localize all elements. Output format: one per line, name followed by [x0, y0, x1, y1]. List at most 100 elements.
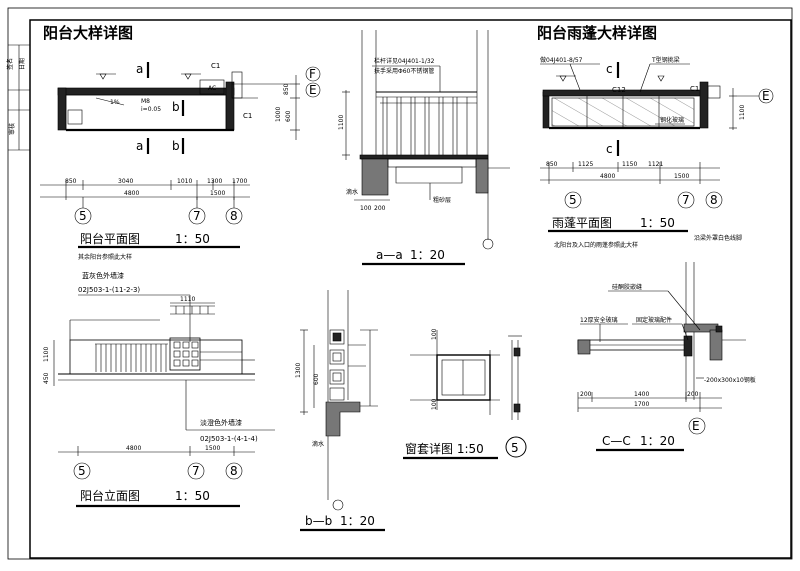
cc-dim-3: 200	[687, 391, 699, 398]
cc-scale: 1：20	[640, 434, 675, 448]
elev-top-note: 蓝灰色外墙漆	[82, 271, 124, 280]
elev-axis-5: 5	[78, 464, 86, 478]
canopy-dim-side: 1500	[674, 173, 689, 180]
cc-caption: C—C	[602, 434, 631, 448]
plan-ac-label: AC	[208, 85, 216, 92]
plan-dim-total: 4800	[124, 190, 139, 197]
outer-border	[7, 7, 793, 560]
section-aa: 栏杆详见04J401-1/32 扶手采用Φ60不锈钢管 滴水 粗砂层 1100 …	[338, 30, 510, 266]
section-mark-a-bottom: a	[136, 139, 143, 153]
bb-scale: 1：20	[340, 514, 375, 528]
elev-dim-total: 4800	[126, 445, 141, 452]
plan-slope-i: i=0.05	[141, 106, 161, 113]
canopy-top-note: 做04J401-8/57	[540, 56, 583, 64]
plan-note: 其余阳台参照此大样	[78, 253, 132, 261]
plan-axis-E: E	[309, 83, 317, 97]
plan-dim-1: 850	[65, 178, 77, 185]
elev-dim-top: 1110	[180, 296, 195, 303]
cc-axis-E: E	[692, 419, 700, 433]
canopy-axis-8: 8	[710, 193, 718, 207]
aa-scale: 1：20	[410, 248, 445, 262]
plan-axis-5: 5	[79, 209, 87, 223]
plan-vdim-2: 1000	[275, 107, 282, 122]
plan-scale: 1：50	[175, 232, 210, 246]
aa-dim-3: 200	[374, 205, 386, 212]
plan-axis-8: 8	[230, 209, 238, 223]
canopy-dim-total: 4800	[600, 173, 615, 180]
window-trim-detail: 100 100 窗套详图 1:50 5	[403, 328, 527, 460]
stamp-label-2: 日期	[18, 58, 26, 70]
plan-dim-5: 1700	[232, 178, 247, 185]
window-dim-2: 100	[431, 398, 438, 410]
left-title-strip: 签名 日期 审核	[6, 44, 30, 151]
stamp-label-3: 审核	[8, 123, 16, 135]
section-cc: 硅酮胶嵌缝 12厚安全玻璃 固定玻璃配件 -200x300x10钢板 200 1…	[577, 262, 756, 452]
aa-dim-2: 100	[360, 205, 372, 212]
plan-m8: M8	[141, 98, 150, 105]
elev-top-code: 02J503-1-(11-2-3)	[78, 286, 140, 294]
canopy-plan: c c 做04J401-8/57 T型钢挑梁 C12 C1 钢化玻璃 1100 …	[540, 56, 774, 249]
canopy-axis-E: E	[762, 89, 770, 103]
stamp-label-1: 签名	[6, 58, 14, 70]
canopy-scale: 1：50	[640, 216, 675, 230]
elev-dim-side: 1500	[205, 445, 220, 452]
title-canopy-detail: 阳台雨蓬大样详图	[537, 24, 657, 42]
inner-border	[29, 19, 792, 559]
plan-vdim-3: 600	[285, 110, 292, 122]
elev-axis-7: 7	[192, 464, 200, 478]
section-mark-b-top: b	[172, 100, 180, 114]
canopy-side-note: 沿梁外罩白色线脚	[694, 234, 742, 242]
canopy-dim-2: 1125	[578, 161, 593, 168]
elev-axis-8: 8	[230, 464, 238, 478]
aa-drain-label: 滴水	[346, 188, 358, 196]
cc-note-4: -200x300x10钢板	[704, 376, 756, 384]
canopy-section-c-bottom: c	[606, 142, 613, 156]
bb-dim-1: 1300	[295, 363, 302, 378]
canopy-glass-note: 钢化玻璃	[660, 116, 684, 124]
cc-note-3: 固定玻璃配件	[636, 316, 672, 324]
cc-note-1: 硅酮胶嵌缝	[612, 283, 642, 291]
canopy-note: 北阳台及入口的雨蓬参照此大样	[554, 241, 638, 249]
canopy-c12: C12	[612, 86, 626, 94]
window-ref: 5	[511, 441, 519, 455]
window-caption: 窗套详图 1:50	[405, 441, 484, 456]
elev-vdim-2: 450	[43, 372, 50, 384]
elev-caption: 阳台立面图	[80, 488, 140, 503]
title-balcony-detail: 阳台大样详图	[43, 24, 133, 42]
plan-c1-label: C1	[211, 62, 220, 70]
plan-dim-4: 1300	[207, 178, 222, 185]
cc-dim-1: 200	[580, 391, 592, 398]
balcony-plan: AC C1 C1 M8 i=0.05 1% a b a b 850 3040 1…	[40, 62, 321, 261]
cc-note-2: 12厚安全玻璃	[580, 316, 618, 324]
plan-caption: 阳台平面图	[80, 231, 140, 246]
canopy-section-c-top: c	[606, 62, 613, 76]
section-bb: 1300 600 滴水 b—b 1：20	[295, 290, 385, 532]
plan-dim-2: 3040	[118, 178, 133, 185]
elev-vdim-1: 1100	[43, 347, 50, 362]
aa-caption: a—a	[376, 248, 403, 262]
bb-drain-label: 滴水	[312, 440, 324, 448]
plan-axis-7: 7	[193, 209, 201, 223]
section-mark-b-bottom: b	[172, 139, 180, 153]
plan-dim-side: 1500	[210, 190, 225, 197]
bb-dim-2: 600	[313, 373, 320, 385]
plan-c1-side: C1	[243, 112, 252, 120]
aa-dim-height: 1100	[338, 115, 345, 130]
canopy-axis-5: 5	[569, 193, 577, 207]
window-dim-1: 100	[431, 328, 438, 340]
elev-bottom-note: 淡澄色外墙漆	[200, 418, 242, 427]
aa-rail-note: 栏杆详见04J401-1/32	[374, 57, 435, 65]
cc-dim-total: 1700	[634, 401, 649, 408]
section-mark-a-top: a	[136, 62, 143, 76]
plan-dim-3: 1010	[177, 178, 192, 185]
elev-scale: 1：50	[175, 489, 210, 503]
canopy-axis-7: 7	[682, 193, 690, 207]
canopy-c1: C1	[690, 85, 699, 93]
aa-rail-sub: 扶手采用Φ60不锈钢管	[374, 67, 434, 75]
elev-bottom-code: 02J503-1-(4-1-4)	[200, 435, 258, 443]
canopy-dim-4: 1121	[648, 161, 663, 168]
canopy-dim-1: 850	[546, 161, 558, 168]
canopy-caption: 雨蓬平面图	[552, 216, 612, 230]
plan-vdim-1: 850	[283, 83, 290, 95]
